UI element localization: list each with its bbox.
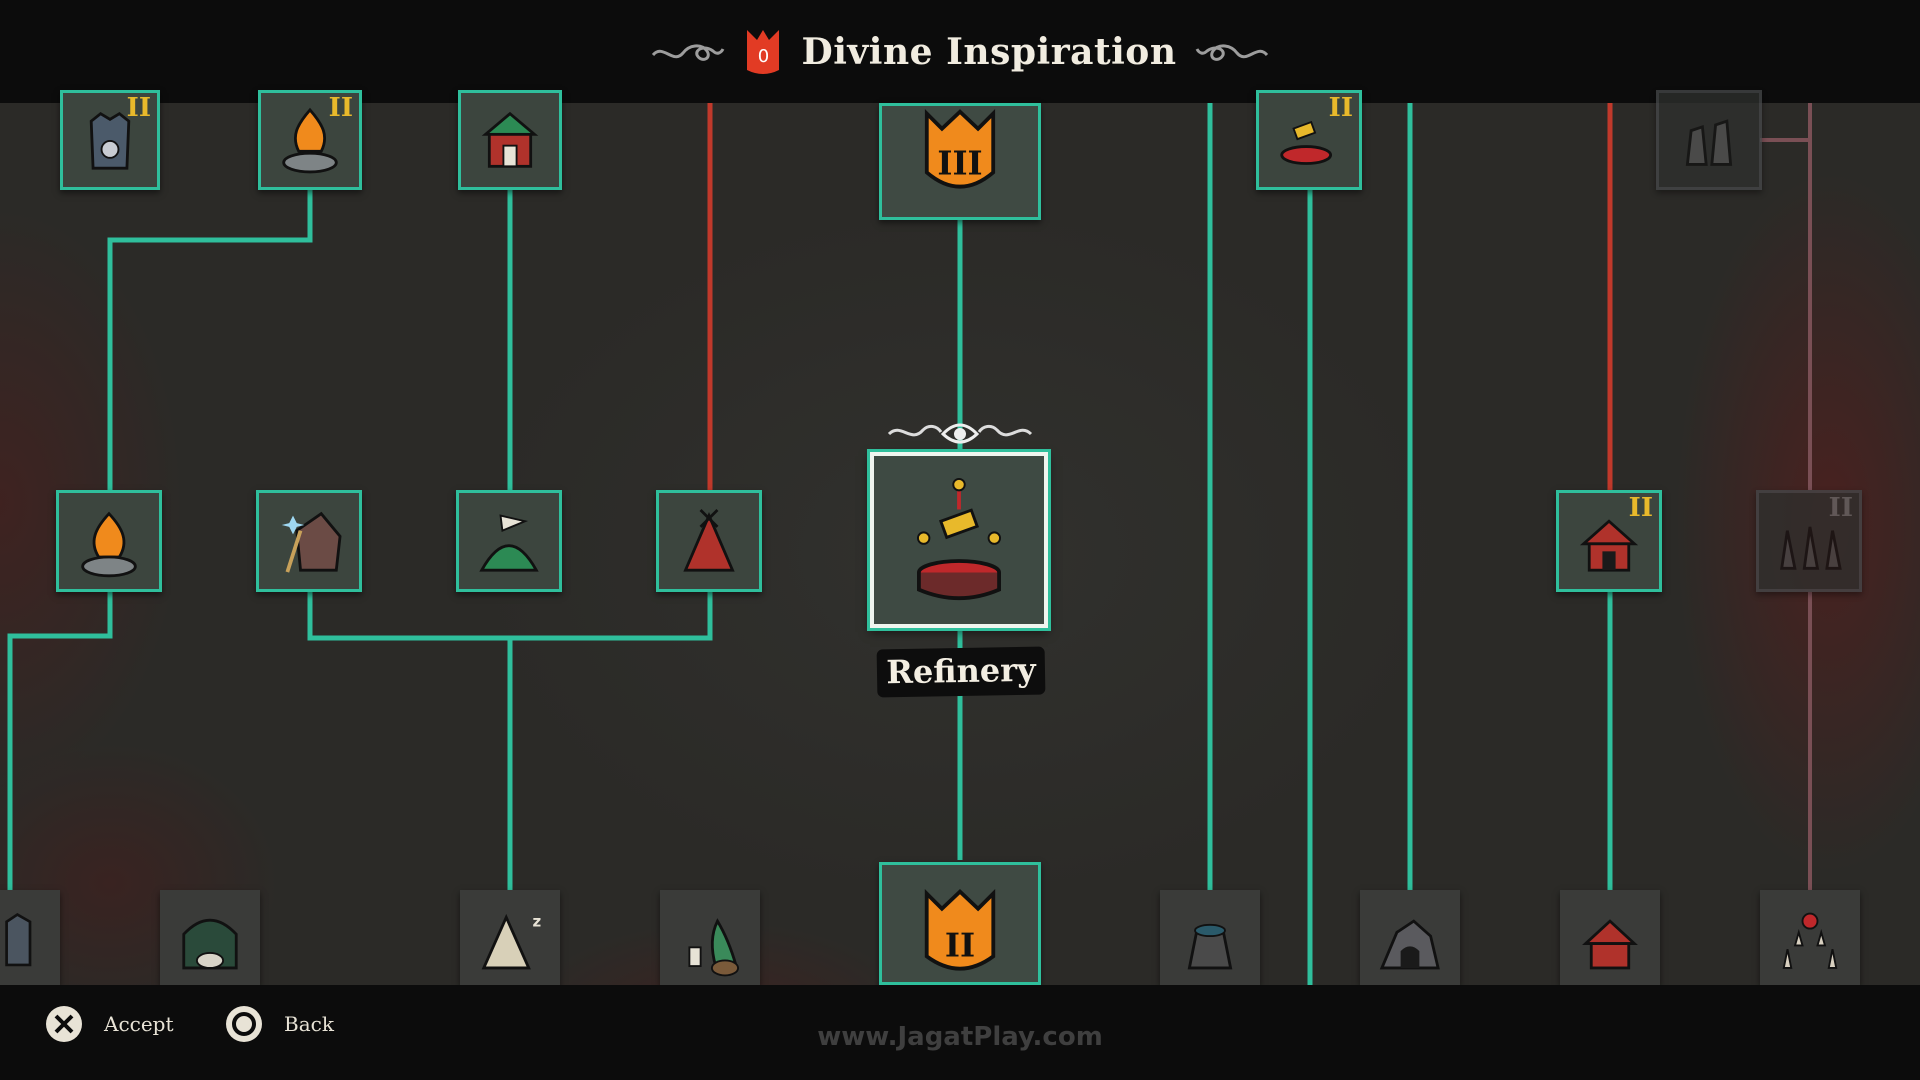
svg-text:II: II xyxy=(945,926,975,964)
tier-badge: II xyxy=(1628,493,1653,523)
temple-icon xyxy=(1579,519,1639,572)
node-mid-healing-bay[interactable] xyxy=(456,490,562,592)
tier-badge: II xyxy=(1328,93,1353,123)
back-label: Back xyxy=(284,1012,334,1036)
node-mid-outhouse[interactable] xyxy=(656,490,762,592)
svg-text:III: III xyxy=(937,144,982,182)
tier-badge: II xyxy=(328,93,353,123)
node-bot-mine[interactable] xyxy=(1360,890,1460,985)
campfire-icon xyxy=(282,107,338,174)
node-bot-farm[interactable] xyxy=(660,890,760,985)
mausoleum-icon xyxy=(182,918,238,970)
node-top-crown[interactable]: III xyxy=(879,103,1041,220)
refinery-icon xyxy=(917,477,1001,601)
refinery-icon xyxy=(1280,120,1333,165)
tent-icon: z xyxy=(481,913,541,970)
ritual-circle-icon xyxy=(1782,912,1838,969)
crown-icon: II xyxy=(924,888,996,971)
temple-icon xyxy=(1582,919,1638,970)
crown-icon: III xyxy=(924,109,996,189)
header: 0 Divine Inspiration xyxy=(0,0,1920,103)
tier-badge: II xyxy=(126,93,151,123)
accept-label: Accept xyxy=(104,1012,174,1036)
locked-connections xyxy=(707,103,1613,490)
node-bot-tent[interactable]: z xyxy=(460,890,560,985)
outhouse-icon xyxy=(683,508,735,572)
mine-icon xyxy=(1379,919,1440,970)
left-flourish-icon xyxy=(652,44,725,61)
node-top-refinery[interactable]: II xyxy=(1256,90,1362,190)
top-bar xyxy=(0,0,1920,103)
right-flourish-icon xyxy=(1195,44,1268,61)
healing-bay-icon xyxy=(479,514,539,572)
selected-node-label: Refinery xyxy=(876,646,1046,698)
shrine-icon xyxy=(5,912,32,967)
statues-icon xyxy=(1685,119,1733,166)
bottom-bar xyxy=(0,985,1920,1080)
currency-count: 0 xyxy=(757,45,770,67)
node-bot-temple[interactable] xyxy=(1560,890,1660,985)
node-top-shrine[interactable]: II xyxy=(60,90,160,190)
campfire-icon xyxy=(81,511,137,578)
accept-prompt[interactable]: Accept xyxy=(44,1004,174,1044)
watermark: www.JagatPlay.com xyxy=(817,1022,1103,1052)
node-mid-janitor-hut[interactable] xyxy=(256,490,362,592)
node-mid-dim-graves[interactable]: II xyxy=(1756,490,1862,592)
circle-button-icon xyxy=(226,1006,262,1042)
node-mid-campfire[interactable] xyxy=(56,490,162,592)
node-bot-mausoleum[interactable] xyxy=(160,890,260,985)
selected-eye-icon xyxy=(887,423,1033,444)
node-bot-crown[interactable]: II xyxy=(879,862,1041,985)
currency-indicator: 0 xyxy=(743,26,783,78)
node-top-campfire[interactable]: II xyxy=(258,90,362,190)
page-title: Divine Inspiration xyxy=(801,30,1177,73)
shrine-icon xyxy=(89,111,131,170)
sleep-house-icon xyxy=(481,111,539,168)
node-bot-well[interactable] xyxy=(1160,890,1260,985)
graves-icon xyxy=(1780,526,1842,570)
janitor-hut-icon xyxy=(281,511,342,573)
node-mid-refinery-selected[interactable] xyxy=(870,452,1048,628)
node-top-dim-statues[interactable] xyxy=(1656,90,1762,190)
well-icon xyxy=(1187,923,1233,970)
node-bot-ritual[interactable] xyxy=(1760,890,1860,985)
node-bot-shrine[interactable] xyxy=(0,890,60,985)
farm-plot-icon xyxy=(688,918,740,977)
tier-badge: II xyxy=(1828,493,1853,523)
node-mid-temple[interactable]: II xyxy=(1556,490,1662,592)
red-crown-icon xyxy=(747,29,780,74)
back-prompt[interactable]: Back xyxy=(224,1004,334,1044)
dim-connections xyxy=(1760,103,1812,890)
svg-text:z: z xyxy=(532,913,541,931)
active-connections xyxy=(7,103,1613,985)
cross-button-icon xyxy=(46,1006,82,1042)
node-top-sleep-house[interactable] xyxy=(458,90,562,190)
